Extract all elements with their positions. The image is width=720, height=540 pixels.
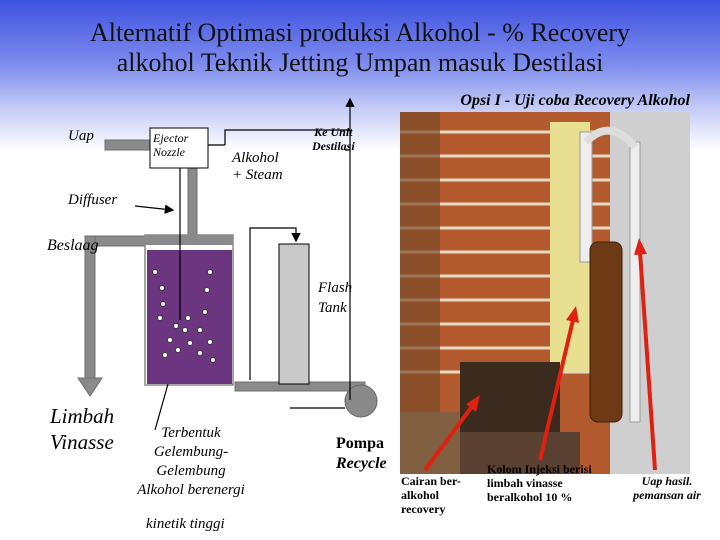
subtitle: Opsi I - Uji coba Recovery Alkohol <box>460 92 690 109</box>
arrowhead-cairan <box>466 395 480 412</box>
beslaag-vessel <box>144 234 234 386</box>
label-uap: Uap <box>68 128 94 144</box>
injection-column <box>589 241 623 423</box>
label-kinetik-tinggi: kinetik tinggi <box>146 516 225 532</box>
red-arrow-uap <box>638 251 657 471</box>
bubbles-pointer <box>154 383 169 431</box>
label-terbentuk-gelembung: Terbentuk Gelembung- Gelembung Alkohol b… <box>137 425 245 498</box>
title-line-2: alkohol Teknik Jetting Umpan masuk Desti… <box>116 48 604 77</box>
label-limbah-vinasse: Limbah Vinasse <box>50 404 115 454</box>
red-arrow-cairan <box>423 403 475 472</box>
label-alkohol-steam: Alkohol + Steam <box>232 150 283 183</box>
label-ke-unit-destilasi: Ke Unit Destilasi <box>312 125 355 153</box>
bubbles <box>152 269 216 363</box>
pipe-bend <box>583 126 639 150</box>
label-flash-tank: Flash Tank <box>318 280 353 316</box>
arrowhead-uap <box>634 238 647 255</box>
page-title: Alternatif Optimasi produksi Alkohol - %… <box>0 18 720 78</box>
ejector-nozzle-box <box>149 127 209 169</box>
caption-cairan: Cairan ber- alkohol recovery <box>401 474 461 516</box>
label-diffuser: Diffuser <box>68 192 118 208</box>
red-arrow-kolom <box>538 319 575 461</box>
title-line-1: Alternatif Optimasi produksi Alkohol - %… <box>89 18 631 47</box>
flash-feed-line <box>249 227 301 380</box>
label-beslaag: Beslaag <box>47 237 99 254</box>
caption-kolom: Kolom Injeksi berisi limbah vinasse bera… <box>487 462 592 504</box>
diffuser-arrow <box>134 204 175 214</box>
label-ejector-nozzle: Ejector Nozzle <box>153 131 189 159</box>
caption-uap-hasil: Uap hasil. pemansan air <box>633 474 701 502</box>
flash-tank <box>278 243 310 385</box>
pump-icon <box>344 384 378 418</box>
drain-arrow-icon <box>77 377 103 397</box>
arrowhead-kolom <box>566 306 579 323</box>
ground <box>440 432 580 474</box>
label-pompa-recycle: Pompa Recycle <box>336 435 387 472</box>
vessel-top-flange <box>145 235 233 245</box>
white-pipe <box>579 131 593 263</box>
